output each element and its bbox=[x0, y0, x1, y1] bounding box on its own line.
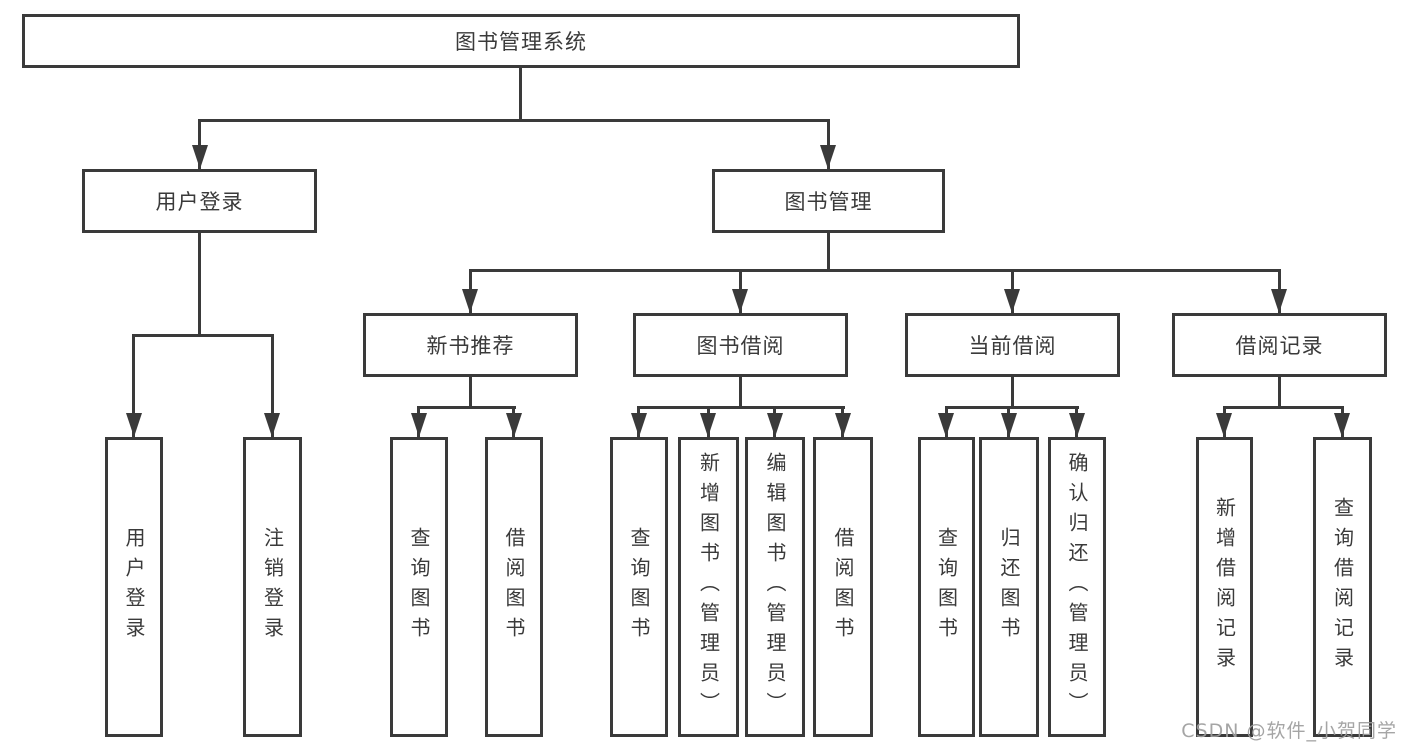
node-borrow-record: 借阅记录 bbox=[1172, 313, 1387, 377]
leaf-add-books-admin: 新增图书（管理员） bbox=[678, 437, 739, 737]
arrowhead-down-query-books-2 bbox=[631, 413, 647, 437]
connector-login-stem bbox=[198, 233, 201, 334]
node-user-login: 用户登录 bbox=[82, 169, 317, 233]
connector-recommend-stem bbox=[469, 377, 472, 409]
connector-login-branch bbox=[132, 334, 274, 337]
arrowhead-down-query-books-1 bbox=[411, 413, 427, 437]
connector-mgmt-stem bbox=[827, 233, 830, 271]
node-book-management: 图书管理 bbox=[712, 169, 945, 233]
arrowhead-down-add-record bbox=[1216, 413, 1232, 437]
leaf-query-borrow-record: 查询借阅记录 bbox=[1313, 437, 1372, 737]
leaf-edit-books-admin: 编辑图书（管理员） bbox=[745, 437, 805, 737]
node-root-library-system: 图书管理系统 bbox=[22, 14, 1020, 68]
connector-root-branch bbox=[198, 119, 830, 122]
arrowhead-down-edit-books bbox=[767, 413, 783, 437]
arrowhead-down-return-books bbox=[1001, 413, 1017, 437]
leaf-query-books-recommend: 查询图书 bbox=[390, 437, 448, 737]
connector-drop-leaf-login bbox=[132, 334, 135, 437]
node-new-book-recommend: 新书推荐 bbox=[363, 313, 578, 377]
csdn-watermark: CSDN @软件_小贺同学 bbox=[1181, 720, 1397, 742]
connector-root-stem bbox=[519, 68, 522, 120]
connector-current-branch bbox=[945, 406, 1079, 409]
connector-current-stem bbox=[1011, 377, 1014, 409]
arrowhead-down-leaf-logout bbox=[264, 413, 280, 437]
connector-recommend-branch bbox=[417, 406, 516, 409]
arrowhead-down-current-borrow bbox=[1004, 289, 1020, 313]
arrowhead-down-confirm-return bbox=[1069, 413, 1085, 437]
connector-borrow-stem bbox=[739, 377, 742, 409]
arrowhead-down-query-record bbox=[1334, 413, 1350, 437]
connector-record-branch bbox=[1223, 406, 1344, 409]
arrowhead-down-book-borrow bbox=[732, 289, 748, 313]
leaf-add-borrow-record: 新增借阅记录 bbox=[1196, 437, 1253, 737]
connector-record-stem bbox=[1278, 377, 1281, 409]
connector-drop-book-mgmt bbox=[827, 119, 830, 169]
connector-borrow-branch bbox=[637, 406, 845, 409]
arrowhead-down-borrow-books-2 bbox=[835, 413, 851, 437]
arrowhead-down-leaf-login bbox=[126, 413, 142, 437]
arrowhead-down-add-books bbox=[700, 413, 716, 437]
node-book-borrow: 图书借阅 bbox=[633, 313, 848, 377]
arrowhead-down-borrow-books-1 bbox=[506, 413, 522, 437]
arrowhead-down-borrow-record bbox=[1271, 289, 1287, 313]
arrowhead-down-query-books-3 bbox=[938, 413, 954, 437]
leaf-user-login: 用户登录 bbox=[105, 437, 163, 737]
leaf-confirm-return-admin: 确认归还（管理员） bbox=[1048, 437, 1106, 737]
arrowhead-down-new-recommend bbox=[462, 289, 478, 313]
leaf-query-books-current: 查询图书 bbox=[918, 437, 975, 737]
leaf-borrow-books: 借阅图书 bbox=[813, 437, 873, 737]
leaf-query-books-borrow: 查询图书 bbox=[610, 437, 668, 737]
connector-mgmt-branch bbox=[469, 269, 1281, 272]
arrowhead-down-user-login bbox=[192, 145, 208, 169]
arrowhead-down-book-mgmt bbox=[820, 145, 836, 169]
leaf-borrow-books-recommend: 借阅图书 bbox=[485, 437, 543, 737]
connector-drop-leaf-logout bbox=[271, 334, 274, 437]
leaf-logout: 注销登录 bbox=[243, 437, 302, 737]
connector-drop-user-login bbox=[198, 119, 201, 169]
node-current-borrow: 当前借阅 bbox=[905, 313, 1120, 377]
leaf-return-books: 归还图书 bbox=[979, 437, 1039, 737]
